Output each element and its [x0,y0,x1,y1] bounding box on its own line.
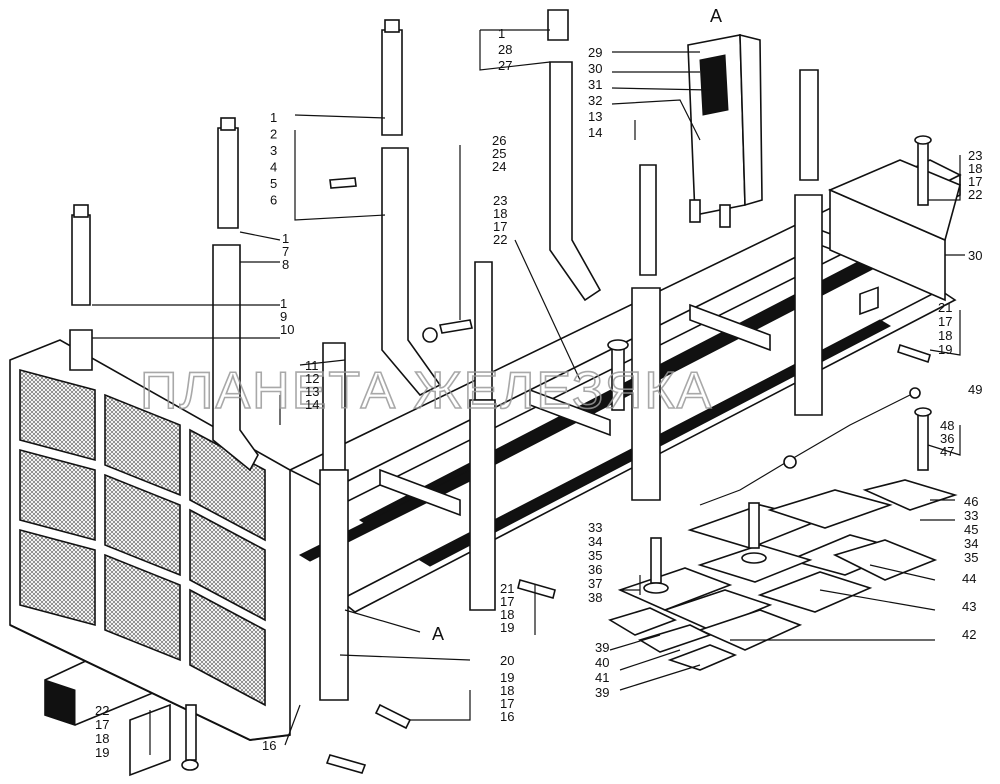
callout-detail-a-1: 30 [588,61,602,76]
callout-detail-a-2: 31 [588,77,602,92]
leader-lines [92,29,965,755]
callout-mid-bolt-3: 19 [500,620,514,635]
callout-front-post-1: 12 [305,371,319,386]
callout-center-left-bolt-0: 23 [493,193,507,208]
callout-mid-bolt-2: 18 [500,607,514,622]
callout-plate-set-right-4: 35 [964,550,978,565]
callout-bottom-bolt-right-2: 17 [500,696,514,711]
callout-center-post-bolt-1: 25 [492,146,506,161]
callout-mid-bolt-0: 21 [500,581,514,596]
callout-front-post-2: 13 [305,384,319,399]
callout-right-side-bolt-1: 17 [938,314,952,329]
callout-plate-bolt-left-0: 33 [588,520,602,535]
hardware [181,135,932,774]
callout-main-post-5: 6 [270,193,277,208]
detail-a-clamp [687,33,763,228]
callout-post-top-center-0: 1 [498,26,505,41]
callout-plates-1: 43 [962,599,976,614]
callout-bottom-bolt-right-0: 19 [500,670,514,685]
callout-bottom-left-bolt-0: 22 [95,703,109,718]
callout-mid-bolt-1: 17 [500,594,514,609]
callout-left-post-1-1: 7 [282,244,289,259]
callout-bracket-0: 20 [500,653,514,668]
callout-left-post-1-2: 8 [282,257,289,272]
callout-post-top-center-2: 27 [498,58,512,73]
callout-bottom-link-0: 16 [262,738,276,753]
callout-main-post-0: 1 [270,110,277,125]
callout-right-side-bolt-3: 19 [938,342,952,357]
stake-posts [69,9,823,701]
callout-center-left-bolt-3: 22 [493,232,507,247]
callout-bottom-left-bolt-2: 18 [95,731,109,746]
callout-plate-set-right-1: 33 [964,508,978,523]
callout-right-bolt-b-0: 48 [940,418,954,433]
callout-right-top-bolt-1: 18 [968,161,982,176]
callout-plates-0: 44 [962,571,976,586]
callout-main-post-2: 3 [270,143,277,158]
callout-main-post-4: 5 [270,176,277,191]
callout-left-post-2-0: 1 [280,296,287,311]
callout-center-post-bolt-0: 26 [492,133,506,148]
callout-main-post-1: 2 [270,127,277,142]
callout-left-post-2-2: 10 [280,322,294,337]
arrow-ref-label: А [432,624,444,644]
callout-lower-plates-0: 39 [595,640,609,655]
callout-right-side-bolt-2: 18 [938,328,952,343]
callout-right-top-bolt-2: 17 [968,174,982,189]
callout-right-bolt-b-2: 47 [940,444,954,459]
base-plates [608,479,958,671]
callout-plate-bolt-left-5: 38 [588,590,602,605]
callout-bottom-left-bolt-3: 19 [95,745,109,760]
callout-detail-a-0: 29 [588,45,602,60]
watermark: ПЛАНЕТА ЖЕЛЕЗЯКА [140,362,713,420]
callout-plate-bolt-left-4: 37 [588,576,602,591]
callout-right-top-bolt-0: 23 [968,148,982,163]
callout-right-top-bolt-3: 22 [968,187,982,202]
callout-plates-2: 42 [962,627,976,642]
callout-plate-bolt-left-1: 34 [588,534,602,549]
callout-center-left-bolt-2: 17 [493,219,507,234]
callout-right-side-bolt-0: 21 [938,300,952,315]
callout-right-bolt-b-1: 36 [940,431,954,446]
callout-front-post-0: 11 [305,358,319,373]
callout-left-post-1-0: 1 [282,231,289,246]
callout-detail-a-3: 32 [588,93,602,108]
callout-detail-a-5: 14 [588,125,602,140]
callout-lower-plates-2: 41 [595,670,609,685]
callout-lower-plates-3: 39 [595,685,609,700]
callout-detail-a-4: 13 [588,109,602,124]
callout-plate-bolt-left-2: 35 [588,548,602,563]
callout-post-top-center-1: 28 [498,42,512,57]
callout-plate-set-right-2: 45 [964,522,978,537]
callout-left-post-2-1: 9 [280,309,287,324]
callout-bottom-left-bolt-1: 17 [95,717,109,732]
callout-plate-bolt-left-3: 36 [588,562,602,577]
callout-main-post-3: 4 [270,160,277,175]
callout-frame-side-0: 30 [968,248,982,263]
callout-lower-plates-1: 40 [595,655,609,670]
callout-bottom-bolt-right-1: 18 [500,683,514,698]
callout-front-post-3: 14 [305,397,319,412]
detail-view-label: А [710,6,722,26]
callout-plate-set-right-3: 34 [964,536,978,551]
callout-labels: 1282729303132131423181722123456262524231… [95,26,982,760]
callout-plate-set-right-0: 46 [964,494,978,509]
callout-center-left-bolt-1: 18 [493,206,507,221]
callout-bottom-bolt-right-3: 16 [500,709,514,724]
callout-chain-0: 49 [968,382,982,397]
callout-center-post-bolt-2: 24 [492,159,506,174]
